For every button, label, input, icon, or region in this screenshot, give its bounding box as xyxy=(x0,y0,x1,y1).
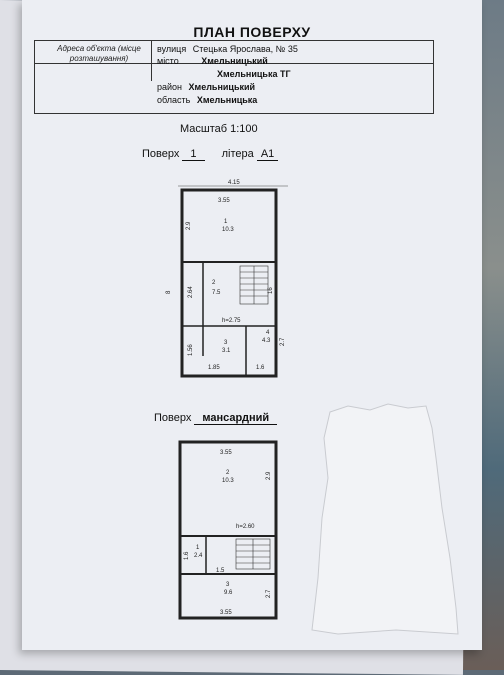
floor2-dim-top: 3.55 xyxy=(220,450,232,456)
floor2-dim-left-mid: 1.6 xyxy=(184,551,190,560)
attic-room2-area: 10.3 xyxy=(222,478,234,484)
room2-num: 2 xyxy=(212,280,216,286)
floor1-dim-top-inner: 3.55 xyxy=(218,198,230,204)
address-divider xyxy=(151,41,152,81)
floor1-letter-label: літера xyxy=(221,148,254,160)
floor1-dim-top-total: 4.15 xyxy=(228,180,240,186)
floor1-dim-stair: 16 xyxy=(268,287,274,294)
address-label: Адреса об'єкта (місце розташування) xyxy=(57,44,141,63)
region-row: область Хмельницька xyxy=(157,95,257,105)
floor1-dim-left-mid: 2.64 xyxy=(188,286,194,298)
district-row: район Хмельницький xyxy=(157,82,255,92)
floor1-dim-bottom-left: 1.85 xyxy=(208,365,220,371)
floor1-outer-wall xyxy=(180,188,278,378)
floor1-dim-bottom-right: 1.6 xyxy=(256,365,265,371)
scale-label: Масштаб 1:100 xyxy=(180,123,258,135)
community-row: Хмельницька ТГ xyxy=(213,69,291,79)
room1-area: 10.3 xyxy=(222,227,234,233)
floor2-label: Поверх xyxy=(154,412,192,424)
room3-num: 3 xyxy=(224,340,228,346)
page-title: ПЛАН ПОВЕРХУ xyxy=(193,24,311,40)
floor2-outer-wall xyxy=(178,440,278,620)
attic-room3-area: 9.6 xyxy=(224,590,233,596)
scrap-shape xyxy=(311,403,459,635)
floor1-dim-left-total: 8 xyxy=(166,290,172,294)
room4-area: 4.3 xyxy=(262,338,271,344)
city-value: Хмельницький xyxy=(201,56,268,66)
attic-room1-area: 2.4 xyxy=(194,553,203,559)
floor1-letter: А1 xyxy=(256,148,279,161)
district-key: район xyxy=(157,82,183,92)
region-value: Хмельницька xyxy=(196,95,258,105)
city-key: місто xyxy=(157,56,179,66)
floor1-number: 1 xyxy=(182,148,205,161)
floor2-name: мансардний xyxy=(194,412,278,425)
street-key: вулиця xyxy=(157,44,187,54)
address-rule xyxy=(35,63,433,64)
floor2-dim-right-top: 2.9 xyxy=(266,471,272,480)
district-value: Хмельницький xyxy=(188,82,256,92)
room4-num: 4 xyxy=(266,330,270,336)
room2-area: 7.5 xyxy=(212,290,221,296)
address-table: Адреса об'єкта (місце розташування) вули… xyxy=(34,40,434,114)
floor1-height: h=2.75 xyxy=(222,318,241,324)
floor2-dim-right-low: 2.7 xyxy=(266,589,272,598)
floor2-plan: 3.55 2 10.3 2.9 h=2.60 1.6 1 2.4 1.5 3 9… xyxy=(166,436,296,632)
attic-room2-num: 2 xyxy=(226,470,230,476)
street-value: Стецька Ярослава, № 35 xyxy=(192,44,298,54)
attic-room1-num: 1 xyxy=(196,545,200,551)
floor1-dim-left-top: 2.9 xyxy=(186,221,192,230)
floor1-dim-right-low: 2.7 xyxy=(280,337,286,346)
torn-paper-scrap xyxy=(308,398,478,638)
community-value: Хмельницька ТГ xyxy=(217,69,291,79)
region-key: область xyxy=(157,95,191,105)
floor2-heading: Поверх мансардний xyxy=(154,412,278,425)
floor2-dim-bottom: 3.55 xyxy=(220,610,232,616)
floor2-height: h=2.60 xyxy=(236,524,255,530)
floor2-dim-mid-width: 1.5 xyxy=(216,568,225,574)
floor1-heading: Поверх 1 літера А1 xyxy=(142,148,279,161)
city-row: місто Хмельницький xyxy=(157,56,268,66)
floor2-stairs xyxy=(235,538,271,570)
street-row: вулиця Стецька Ярослава, № 35 xyxy=(157,44,298,54)
floor1-label: Поверх xyxy=(142,148,180,160)
attic-room3-num: 3 xyxy=(226,582,230,588)
floor1-dim-left-low: 1.56 xyxy=(188,344,194,356)
floor1-plan: 4.15 3.55 2.9 1 10.3 2.64 2 7.5 16 8 h=2… xyxy=(162,176,302,386)
room1-num: 1 xyxy=(224,219,228,225)
room3-area: 3.1 xyxy=(222,348,231,354)
floor1-stairs xyxy=(239,265,269,305)
